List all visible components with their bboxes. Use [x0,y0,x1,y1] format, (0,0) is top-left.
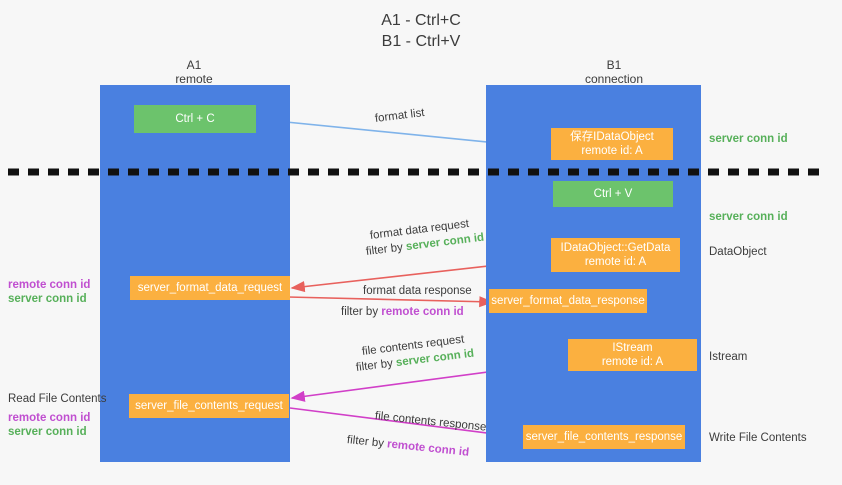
right-label-dataobject: DataObject [709,246,767,258]
node-save-idataobject-line1: 保存IDataObject [570,131,654,143]
lane-a1-subtitle: remote [175,72,213,86]
edge-label-format-data-response: format data response [363,285,472,297]
lane-b1-subtitle: connection [584,72,644,86]
node-ctrl-v-line1: Ctrl + V [593,188,633,200]
node-server-format-data-request[interactable]: server_format_data_request [130,276,290,300]
node-istream-line1: IStream [612,342,653,354]
left-label-read-file-contents: Read File Contents [8,393,107,405]
node-istream-line2: remote id: A [601,356,664,368]
lane-a1-title: A1 [186,58,202,72]
title-line-2: B1 - Ctrl+V [381,33,461,50]
edge-format-data-response [287,296,494,308]
page-title: A1 - Ctrl+C B1 - Ctrl+V [0,10,842,52]
node-ctrl-v[interactable]: Ctrl + V [553,181,673,207]
node-ctrl-c-line1: Ctrl + C [175,113,215,125]
lane-b1-title: B1 [606,58,622,72]
node-server-file-contents-response[interactable]: server_file_contents_response [523,425,685,449]
node-istream[interactable]: IStream remote id: A [568,339,697,371]
lane-header-a1: A1 remote [104,58,284,86]
filter-by-text-4: filter by [346,434,385,450]
node-server-file-contents-request[interactable]: server_file_contents_request [129,394,289,418]
right-label-write-file-contents: Write File Contents [709,432,807,444]
node-save-idataobject[interactable]: 保存IDataObject remote id: A [551,128,673,160]
left-server-conn-id-2: server conn id [8,426,87,438]
node-save-idataobject-line2: remote id: A [581,145,643,157]
node-server-format-data-response[interactable]: server_format_data_response [489,289,647,313]
left-server-conn-id-1: server conn id [8,293,87,305]
title-line-1: A1 - Ctrl+C [381,12,461,29]
node-server-file-contents-request-line1: server_file_contents_request [135,400,283,412]
node-idataobject-getdata-line2: remote id: A [584,256,647,268]
right-label-server-conn-id-mid: server conn id [709,211,788,223]
left-remote-conn-id-1: remote conn id [8,279,91,291]
filter-by-text-2: filter by [341,306,379,318]
lane-header-b1: B1 connection [524,58,704,86]
right-label-server-conn-id-top: server conn id [709,133,788,145]
node-idataobject-getdata[interactable]: IDataObject::GetData remote id: A [551,238,680,272]
node-ctrl-c[interactable]: Ctrl + C [134,105,256,133]
right-label-istream: Istream [709,351,748,363]
edge-label-format-data-response-filter: filter by remote conn id [341,305,464,319]
node-idataobject-getdata-line1: IDataObject::GetData [560,242,671,254]
remote-conn-id-kw-1: remote conn id [381,306,464,318]
node-server-format-data-response-line1: server_format_data_response [491,295,645,307]
node-server-file-contents-response-line1: server_file_contents_response [525,431,683,443]
left-remote-conn-id-2: remote conn id [8,412,91,424]
node-server-format-data-request-line1: server_format_data_request [137,282,283,294]
left-conn-id-stack-top: remote conn id server conn id [8,278,90,306]
left-conn-id-stack-bottom: remote conn id server conn id [8,411,90,439]
